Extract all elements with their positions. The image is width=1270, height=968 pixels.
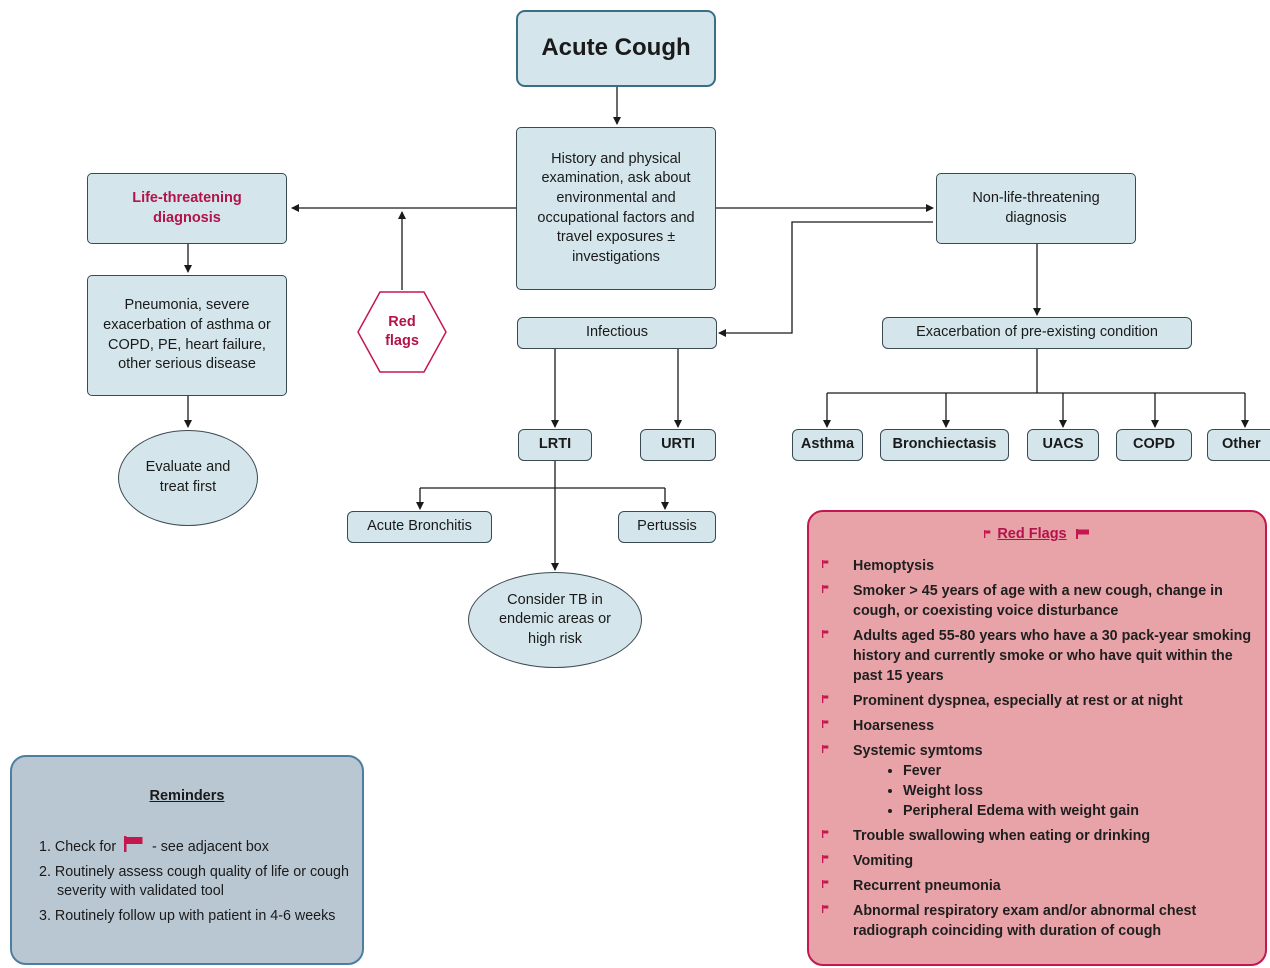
condition-label: Bronchiectasis <box>892 436 997 453</box>
red-flags-box: Red Flags Hemoptysis Smoker > 45 years o… <box>807 510 1267 966</box>
condition-label: UACS <box>1042 436 1084 453</box>
infectious-box: Infectious <box>517 317 717 349</box>
reminder-item: 1. Check for - see adjacent box <box>39 835 352 857</box>
condition-other: Other <box>1207 429 1270 461</box>
red-flag-item: Vomiting <box>821 851 1257 871</box>
red-flag-item: Abnormal respiratory exam and/or abnorma… <box>821 901 1257 941</box>
exacerbation-label: Exacerbation of pre-existing condition <box>916 324 1158 341</box>
reminder-1-prefix: 1. Check for <box>39 839 117 855</box>
red-flag-text: Trouble swallowing when eating or drinki… <box>853 828 1151 844</box>
acute-bronchitis-box: Acute Bronchitis <box>347 511 492 543</box>
red-flags-hexagon <box>357 291 447 373</box>
life-threatening-label: Life-threatening diagnosis <box>132 189 242 226</box>
red-flag-text: Adults aged 55-80 years who have a 30 pa… <box>853 628 1252 684</box>
lrti-box: LRTI <box>518 429 592 461</box>
red-flag-item: Smoker > 45 years of age with a new coug… <box>821 581 1257 621</box>
systemic-symptom: Fever <box>903 761 1257 781</box>
title-box: Acute Cough <box>516 10 716 87</box>
acute-bronchitis-label: Acute Bronchitis <box>367 518 472 535</box>
red-flag-text: Hemoptysis <box>853 558 935 574</box>
red-flags-title-text: Red Flags <box>997 526 1067 542</box>
red-flag-item: Trouble swallowing when eating or drinki… <box>821 826 1257 846</box>
flag-icon <box>822 905 829 913</box>
red-flag-text: Smoker > 45 years of age with a new coug… <box>853 583 1223 619</box>
condition-label: Other <box>1222 436 1261 453</box>
condition-copd: COPD <box>1116 429 1192 461</box>
condition-label: COPD <box>1133 436 1175 453</box>
flag-icon <box>822 630 829 638</box>
red-flags-list: Hemoptysis Smoker > 45 years of age with… <box>821 556 1257 946</box>
reminders-title: Reminders <box>149 788 225 804</box>
reminder-1-suffix: - see adjacent box <box>152 839 269 855</box>
flag-icon <box>984 530 991 539</box>
flag-icon <box>822 720 829 728</box>
red-flag-text: Recurrent pneumonia <box>853 878 1001 894</box>
red-flag-item: Adults aged 55-80 years who have a 30 pa… <box>821 626 1257 686</box>
pertussis-box: Pertussis <box>618 511 716 543</box>
reminder-item: 3. Routinely follow up with patient in 4… <box>39 908 336 924</box>
consider-tb-ellipse: Consider TB in endemic areas or high ris… <box>468 572 642 668</box>
pertussis-label: Pertussis <box>637 518 697 535</box>
condition-bronchiectasis: Bronchiectasis <box>880 429 1009 461</box>
red-flag-text: Hoarseness <box>853 718 935 734</box>
life-threatening-examples: Pneumonia, severe exacerbation of asthma… <box>103 297 271 373</box>
red-flag-item: Hoarseness <box>821 716 1257 736</box>
flag-icon <box>124 836 143 852</box>
non-life-threatening-label: Non-life-threatening diagnosis <box>972 189 1100 226</box>
evaluate-text: Evaluate and treat first <box>145 459 231 495</box>
red-flag-text: Prominent dyspnea, especially at rest or… <box>853 693 1183 709</box>
history-text: History and physical examination, ask ab… <box>537 150 695 265</box>
life-threatening-box: Life-threatening diagnosis <box>87 173 287 244</box>
flag-icon <box>822 695 829 703</box>
exacerbation-box: Exacerbation of pre-existing condition <box>882 317 1192 349</box>
diagram-title: Acute Cough <box>541 34 691 62</box>
red-flag-item: Systemic symtoms Fever Weight loss Perip… <box>821 741 1257 821</box>
flag-icon <box>822 745 829 753</box>
condition-asthma: Asthma <box>792 429 863 461</box>
systemic-symptom: Peripheral Edema with weight gain <box>903 801 1257 821</box>
red-flag-item: Recurrent pneumonia <box>821 876 1257 896</box>
red-flags-title: Red Flags <box>809 526 1265 542</box>
evaluate-ellipse: Evaluate and treat first <box>118 430 258 526</box>
red-flag-item: Hemoptysis <box>821 556 1257 576</box>
history-box: History and physical examination, ask ab… <box>516 127 716 290</box>
urti-label: URTI <box>661 436 695 453</box>
flag-icon <box>822 830 829 838</box>
urti-box: URTI <box>640 429 716 461</box>
red-flags-hexagon-label: Red flags <box>372 313 432 351</box>
reminder-item: 2. Routinely assess cough quality of lif… <box>39 864 349 899</box>
flag-icon <box>822 560 829 568</box>
red-flag-text: Abnormal respiratory exam and/or abnorma… <box>853 903 1197 939</box>
flag-icon <box>1075 529 1089 540</box>
non-life-threatening-box: Non-life-threatening diagnosis <box>936 173 1136 244</box>
red-flag-text: Systemic symtoms <box>853 743 983 759</box>
flag-icon <box>822 880 829 888</box>
flag-icon <box>822 585 829 593</box>
systemic-symptom: Weight loss <box>903 781 1257 801</box>
red-flag-text: Vomiting <box>853 853 914 869</box>
systemic-symptoms-list: Fever Weight loss Peripheral Edema with … <box>853 761 1257 821</box>
condition-uacs: UACS <box>1027 429 1099 461</box>
red-flag-item: Prominent dyspnea, especially at rest or… <box>821 691 1257 711</box>
flag-icon <box>822 855 829 863</box>
reminders-box: Reminders 1. Check for - see adjacent bo… <box>10 755 364 965</box>
infectious-label: Infectious <box>585 324 649 341</box>
red-flags-hex-text: Red flags <box>385 314 419 349</box>
lrti-label: LRTI <box>538 436 572 453</box>
condition-label: Asthma <box>800 436 855 453</box>
reminders-list: 1. Check for - see adjacent box 2. Routi… <box>39 835 352 932</box>
consider-tb-text: Consider TB in endemic areas or high ris… <box>498 591 612 647</box>
life-threatening-examples-box: Pneumonia, severe exacerbation of asthma… <box>87 275 287 396</box>
